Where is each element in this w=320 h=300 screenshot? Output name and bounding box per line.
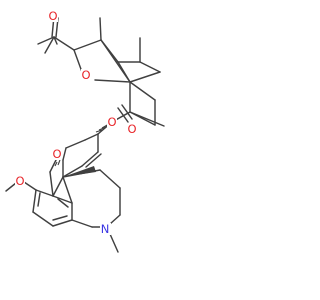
bond [94,79,131,83]
bond [52,176,64,197]
bond [100,39,131,83]
atom-label-O: O [15,174,24,188]
bond [49,171,54,197]
atom-label-N: N [101,222,110,236]
wedge-bond [63,166,96,177]
bond [85,153,102,168]
bond [139,61,161,73]
ester-oxygen: O [107,115,117,129]
ketone-oxygen: O [48,9,58,23]
bond [62,147,67,161]
atom-label-O: O [48,9,57,23]
molecule-structure: O O O O O O N [5,9,165,253]
lactone-oxygen: O [81,68,91,82]
bond [44,36,55,54]
bond [37,36,55,45]
bond [73,49,83,73]
bond [5,182,17,192]
bond [109,233,119,253]
ester-carbonyl-oxygen: O [127,122,137,136]
bond [52,195,73,204]
bond [84,133,99,141]
methoxy-oxygen: O [15,174,25,188]
structure-canvas: O O O O O O N [5,9,165,253]
bond [52,219,73,227]
wedge-bonds [51,123,110,177]
bond [53,36,75,51]
bond [37,192,41,207]
bond [62,165,83,178]
bond [129,71,161,83]
bond [35,189,54,197]
furan-oxygen: O [52,147,62,161]
bond [121,104,133,120]
amine-nitrogen: N [100,222,111,236]
bond [99,169,121,189]
bond [73,39,102,51]
bond [23,181,37,191]
bond [52,215,68,221]
bond [99,17,102,41]
bond [32,189,37,213]
bond [81,151,99,167]
bond [129,111,165,127]
bond [71,219,93,228]
bond [109,214,121,225]
atom-label-O: O [107,115,116,129]
bond-lines [5,15,165,253]
bond [32,211,54,227]
atom-label-O: O [127,122,136,136]
bond [117,107,129,123]
atom-labels: O O O O O O N [15,9,137,236]
bond [65,139,86,149]
hash-bond [51,159,61,169]
bond [129,81,156,101]
bond [62,176,73,204]
atom-label-O: O [52,147,61,161]
atom-label-O: O [81,68,90,82]
bond [57,198,69,208]
